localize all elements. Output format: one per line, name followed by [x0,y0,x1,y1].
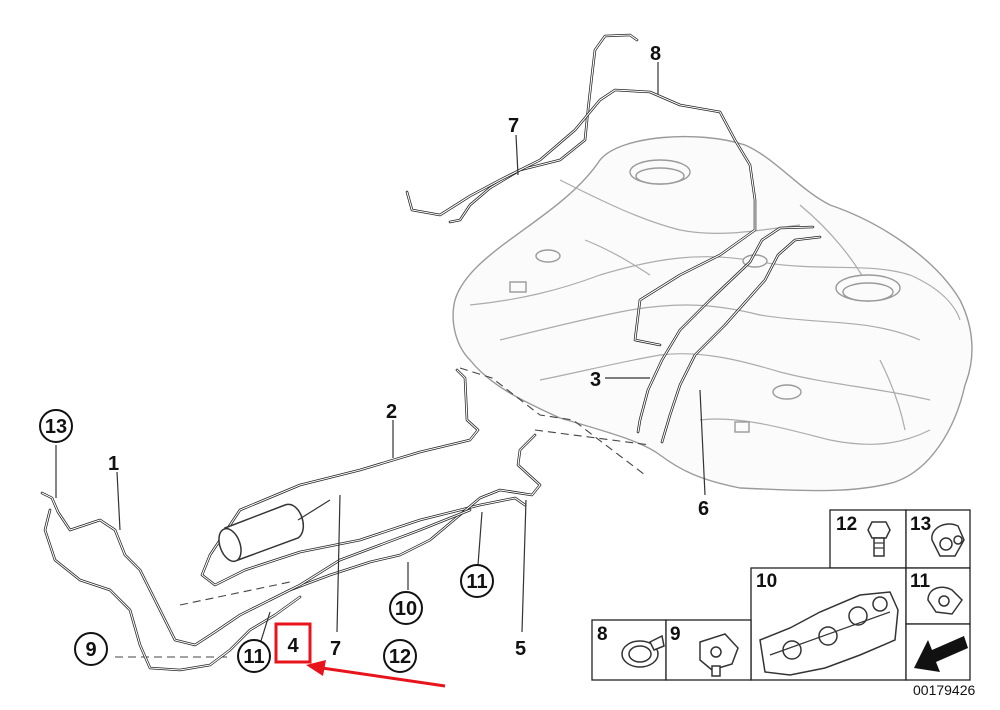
pipe-5 [268,433,542,602]
callout-7-top: 7 [508,115,519,137]
svg-text:11: 11 [243,646,264,668]
pipe-3 [636,225,815,434]
part-callouts: 8 7 3 6 2 1 7 5 13 9 11 10 12 11 [39,43,709,673]
pipe-6 [660,235,822,444]
diagram-code: 00179426 [913,682,976,698]
circled-callout-10: 10 [389,591,423,625]
pipe-1 [40,491,472,647]
pipe-4 [43,508,302,672]
red-pointer-arrow-icon [306,660,446,688]
svg-text:8: 8 [597,624,608,645]
callout-3: 3 [590,369,601,391]
pipe-holder-icon [759,591,899,676]
svg-text:9: 9 [85,639,96,661]
pipe-7-top [405,88,757,347]
bolt-icon [867,521,891,557]
hose-route-dashed [115,367,651,658]
callout-5: 5 [515,638,526,660]
parts-legend: 12 13 10 11 8 9 [591,509,976,698]
direction-arrow-icon [914,636,968,672]
svg-text:12: 12 [836,514,857,535]
pipe-8 [448,33,639,224]
callout-1: 1 [108,453,119,475]
svg-text:9: 9 [670,624,681,645]
svg-text:13: 13 [45,416,67,438]
svg-text:11: 11 [466,571,487,593]
callout-7-bottom: 7 [330,638,341,660]
circled-callout-11-left: 11 [237,639,271,673]
svg-text:12: 12 [389,646,411,668]
pipe-bracket-icon [699,633,739,677]
svg-text:13: 13 [910,514,931,535]
circled-callout-12: 12 [383,639,417,673]
leader-lines [55,62,706,645]
cable-tie-icon [927,586,963,615]
pipe-2 [200,368,527,587]
callout-2: 2 [386,401,397,423]
fuel-filter [218,499,331,563]
fuel-tank [452,135,973,492]
circled-callout-13: 13 [39,409,73,443]
pipe-clip-icon [931,523,965,557]
callout-8: 8 [650,43,661,65]
circled-callout-11-right: 11 [460,564,494,598]
svg-text:10: 10 [756,571,777,592]
svg-text:11: 11 [910,571,931,592]
svg-text:10: 10 [395,598,417,620]
clamp-icon [621,634,665,668]
svg-text:4: 4 [287,635,299,657]
callout-6: 6 [698,498,709,520]
highlighted-callout-4: 4 [274,622,312,664]
circled-callout-9: 9 [74,632,108,666]
